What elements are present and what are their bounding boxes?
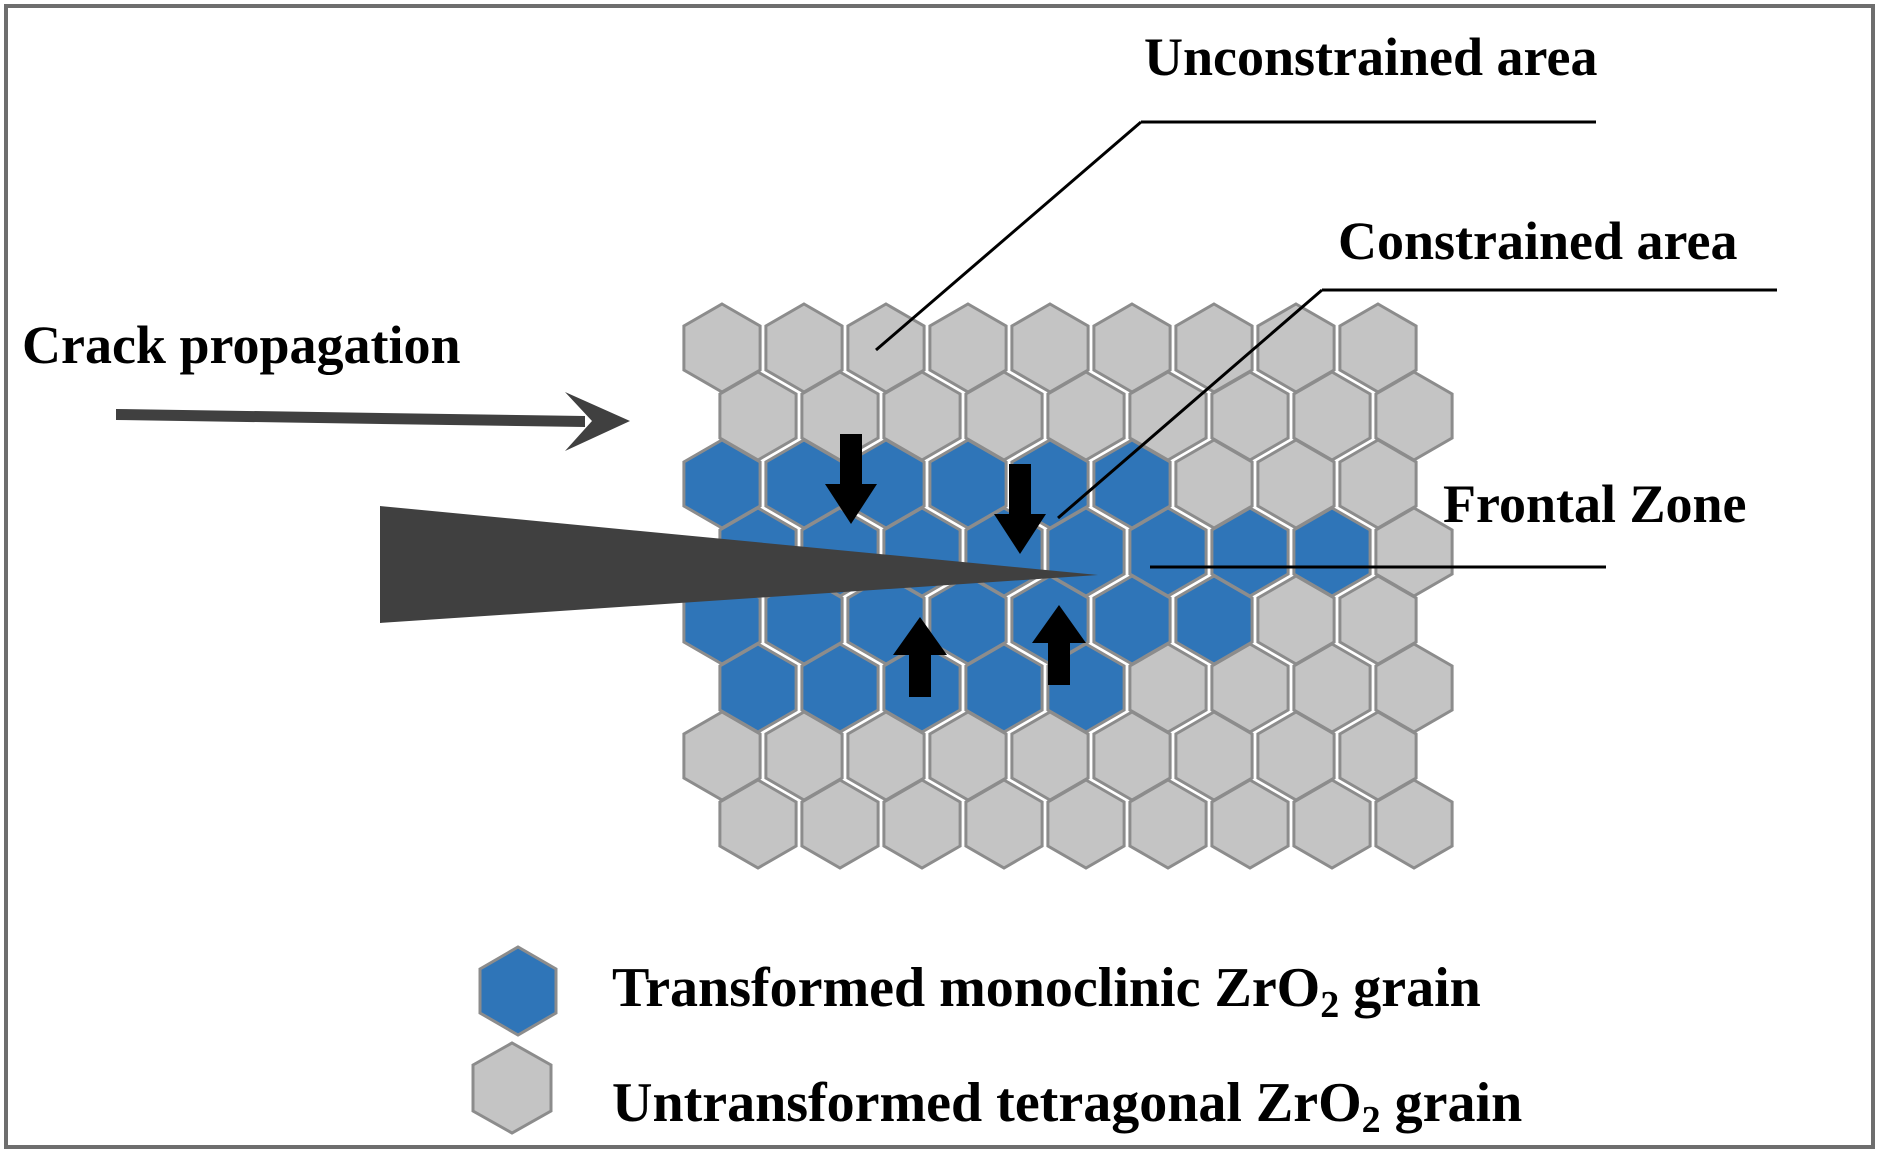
untransformed-grain-hex: [1292, 778, 1372, 870]
crack-wedge: [380, 506, 1098, 623]
stress-arrow-down-icon: [994, 464, 1046, 554]
stress-arrow-up-icon: [1032, 605, 1086, 685]
grain-grid: [682, 302, 1454, 870]
transformed-grain-hex-icon: [478, 945, 558, 1037]
crack-propagation-arrow-icon: [116, 392, 630, 451]
unconstrained-area-label: Unconstrained area: [1144, 27, 1598, 87]
stress-arrow-up-icon: [893, 617, 947, 697]
unconstrained-leader-line: [875, 120, 1142, 352]
untransformed-grain-hex: [1374, 778, 1454, 870]
untransformed-grain-hex: [882, 778, 962, 870]
constrained-leader-line: [1057, 288, 1323, 520]
untransformed-grain-hex: [1046, 778, 1126, 870]
untransformed-grain-hex: [1128, 778, 1208, 870]
untransformed-grain-hex: [964, 778, 1044, 870]
stress-arrow-down-icon: [825, 434, 877, 524]
legend: Transformed monoclinic ZrO2 grain Untran…: [471, 945, 1522, 1141]
frontal-zone-label: Frontal Zone: [1443, 474, 1747, 534]
untransformed-grain-hex: [718, 778, 798, 870]
legend-untransformed-label: Untransformed tetragonal ZrO2 grain: [612, 1072, 1522, 1141]
legend-transformed-label: Transformed monoclinic ZrO2 grain: [612, 957, 1481, 1026]
untransformed-grain-hex-icon: [471, 1041, 553, 1135]
constrained-area-label: Constrained area: [1338, 211, 1738, 271]
crack-propagation-label: Crack propagation: [22, 315, 461, 375]
untransformed-grain-hex: [1210, 778, 1290, 870]
untransformed-grain-hex: [800, 778, 880, 870]
